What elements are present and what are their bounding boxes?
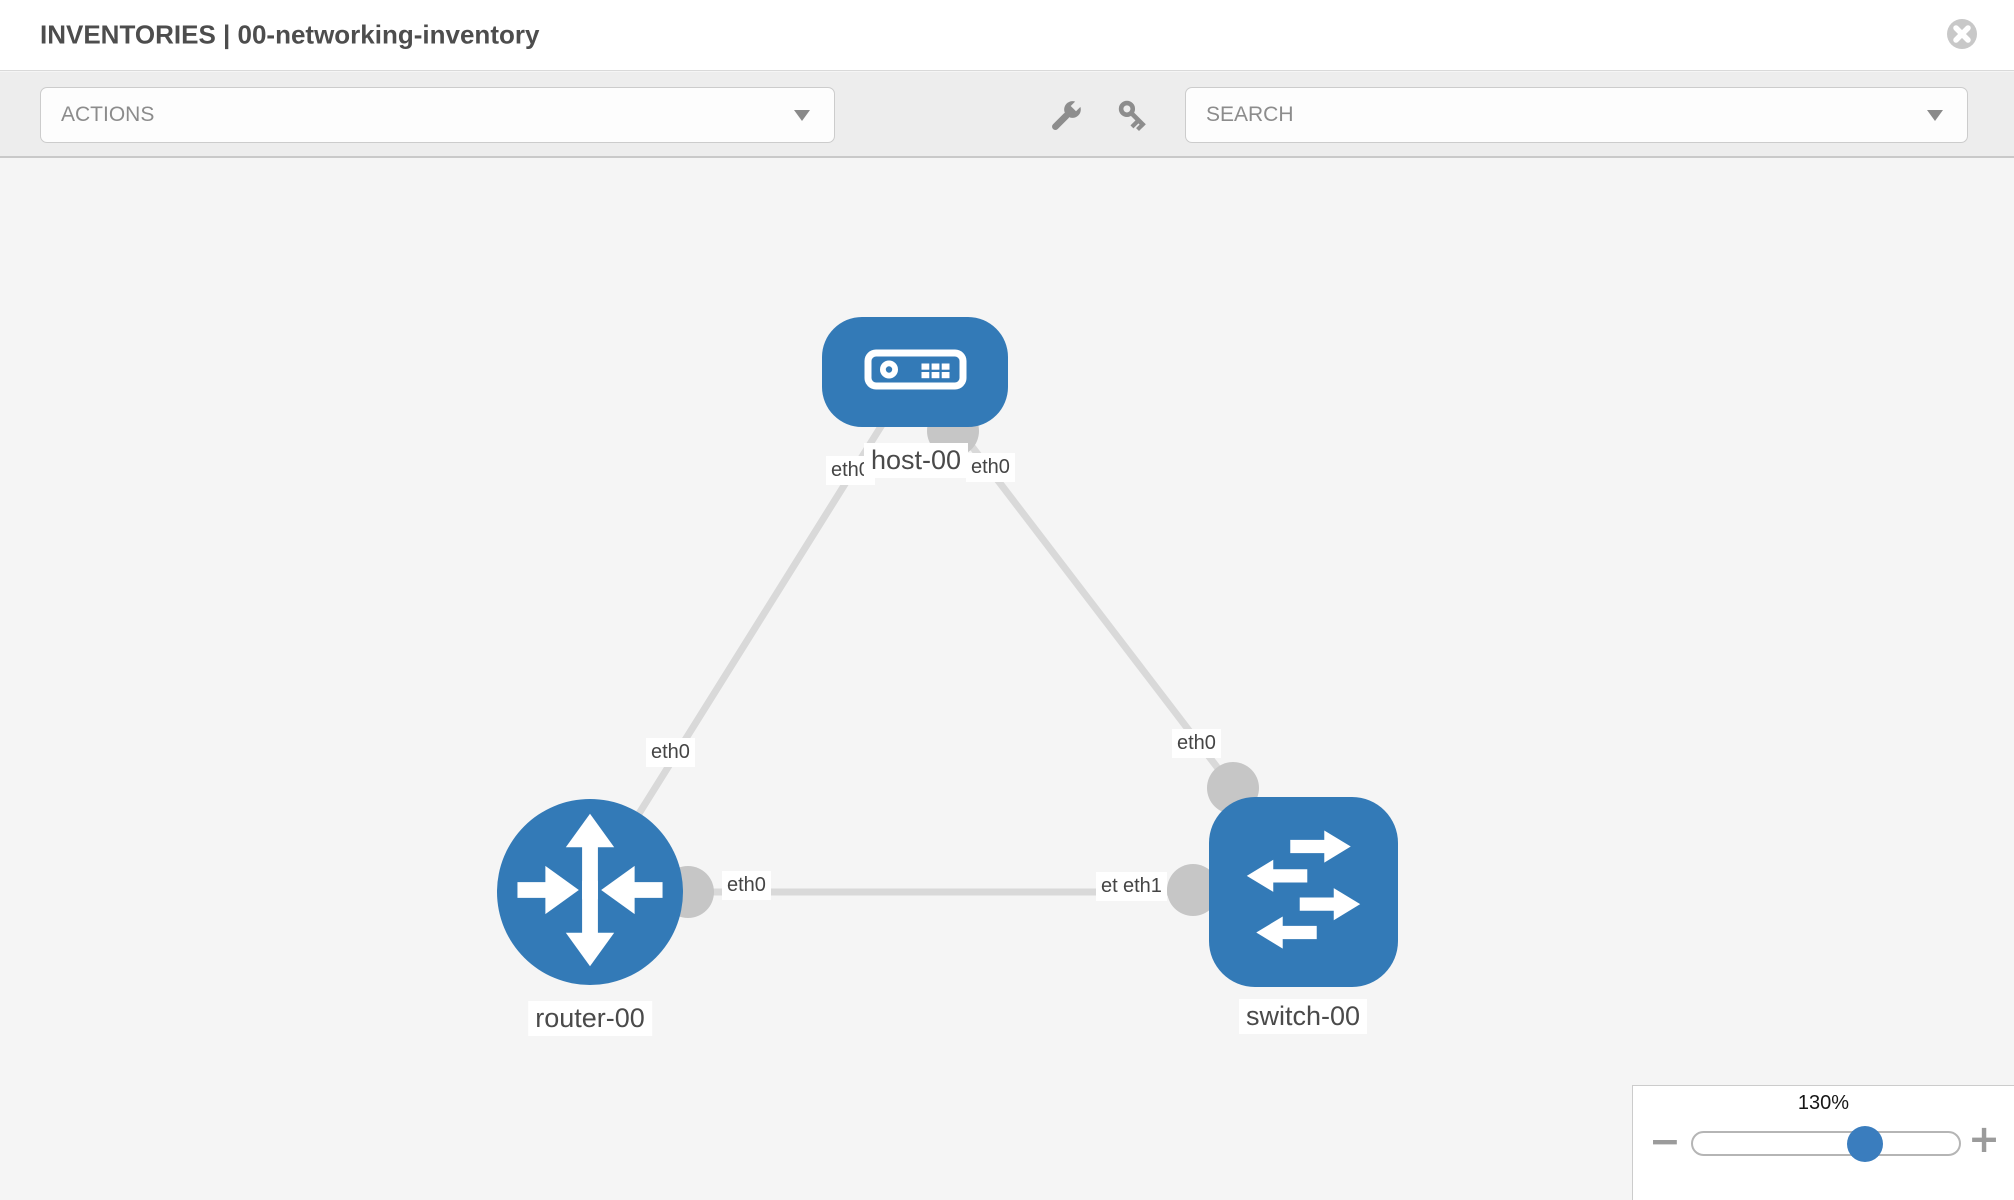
actions-dropdown[interactable]: ACTIONS — [40, 87, 835, 143]
zoom-out-button[interactable]: − — [1649, 1122, 1681, 1160]
router-icon — [497, 797, 683, 988]
interface-dot-switch-left[interactable] — [1167, 864, 1219, 916]
node-router-00[interactable] — [497, 799, 683, 985]
wrench-icon — [1046, 99, 1086, 139]
toolbar: ACTIONS — [0, 72, 2014, 158]
search-placeholder: SEARCH — [1206, 103, 1294, 126]
titlebar: INVENTORIES | 00-networking-inventory — [0, 0, 2014, 71]
page-title: INVENTORIES | 00-networking-inventory — [40, 19, 540, 50]
interface-label-router-right: eth0 — [722, 871, 771, 900]
zoom-level-label: 130% — [1797, 1092, 1850, 1114]
plus-icon: + — [1968, 1117, 2000, 1161]
node-label-host-00: host-00 — [863, 443, 969, 478]
circle-x-icon — [1946, 19, 1978, 53]
topology-canvas[interactable]: host-00 router-00 switch-00 eth0 eth0 et… — [0, 160, 2014, 1200]
key-icon — [1114, 100, 1154, 139]
search-dropdown[interactable]: SEARCH — [1185, 87, 1968, 143]
zoom-in-button[interactable]: + — [1968, 1120, 2000, 1158]
zoom-slider-thumb[interactable] — [1847, 1126, 1883, 1162]
close-button[interactable] — [1946, 18, 1978, 50]
chevron-down-icon — [794, 103, 810, 127]
chevron-down-icon — [1927, 103, 1943, 127]
node-label-router-00: router-00 — [528, 1001, 652, 1036]
zoom-slider-track[interactable] — [1691, 1131, 1961, 1156]
node-switch-00[interactable] — [1209, 797, 1398, 987]
key-button[interactable] — [1114, 96, 1154, 136]
actions-dropdown-label: ACTIONS — [61, 103, 155, 126]
node-label-switch-00: switch-00 — [1238, 999, 1368, 1034]
zoom-panel: 130% − + — [1632, 1085, 2014, 1200]
interface-label-switch-top: eth0 — [1172, 729, 1221, 758]
host-icon — [822, 315, 1008, 430]
minus-icon: − — [1649, 1119, 1681, 1163]
interface-label-router-top: eth0 — [646, 738, 695, 767]
wrench-button[interactable] — [1046, 96, 1086, 136]
switch-icon — [1209, 795, 1398, 990]
interface-label-switch-eth1: eth1 — [1118, 872, 1167, 901]
interface-label-host-right: eth0 — [966, 453, 1015, 482]
node-host-00[interactable] — [822, 317, 1008, 427]
